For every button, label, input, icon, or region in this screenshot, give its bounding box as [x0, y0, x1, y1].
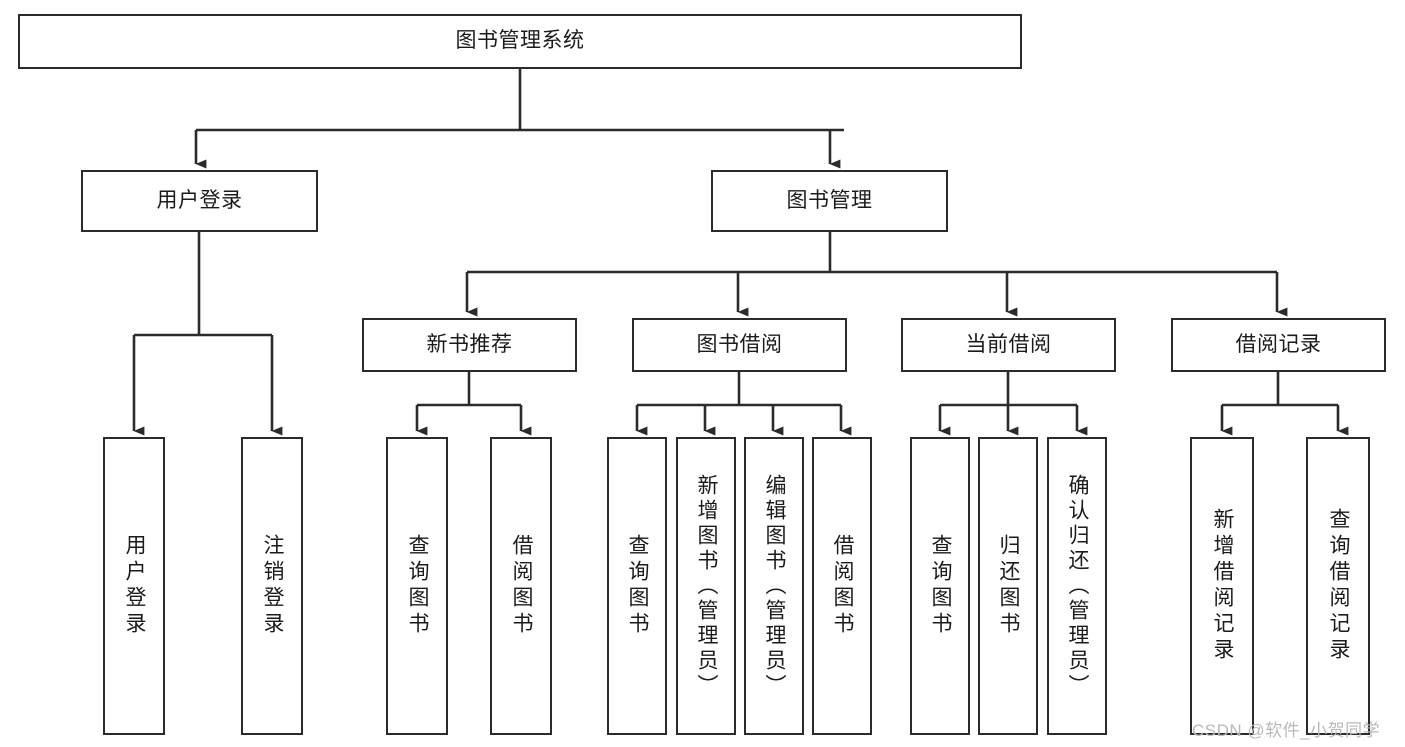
node-leaf-query-book-borrow-label: 查询图书	[626, 534, 650, 638]
node-current-borrow-label: 当前借阅	[965, 332, 1052, 356]
node-leaf-query-borrow-record-label: 查询借阅记录	[1327, 508, 1351, 664]
node-leaf-query-book-recommend[interactable]: 查询图书	[386, 437, 448, 735]
node-leaf-edit-book-admin-label: 编辑图书（管理员）	[763, 473, 787, 699]
node-user-login[interactable]: 用户登录	[81, 170, 318, 232]
watermark-text: CSDN @软件_小贺同学	[1192, 721, 1381, 740]
node-leaf-add-borrow-record-label: 新增借阅记录	[1211, 508, 1235, 664]
node-book-management-label: 图书管理	[786, 188, 873, 212]
node-leaf-borrow-book-label: 借阅图书	[831, 534, 855, 638]
node-borrow-record-label: 借阅记录	[1235, 332, 1322, 356]
node-leaf-confirm-return-admin-label: 确认归还（管理员）	[1066, 473, 1090, 699]
node-leaf-query-borrow-record[interactable]: 查询借阅记录	[1306, 437, 1370, 735]
node-leaf-borrow-book-recommend[interactable]: 借阅图书	[490, 437, 552, 735]
node-leaf-user-login[interactable]: 用户登录	[103, 437, 165, 735]
node-leaf-return-book[interactable]: 归还图书	[978, 437, 1038, 735]
node-leaf-query-book-current[interactable]: 查询图书	[910, 437, 970, 735]
node-book-borrow[interactable]: 图书借阅	[632, 318, 847, 372]
node-root-system[interactable]: 图书管理系统	[18, 14, 1022, 69]
node-borrow-record[interactable]: 借阅记录	[1171, 318, 1386, 372]
node-leaf-query-book-borrow[interactable]: 查询图书	[607, 437, 667, 735]
node-leaf-add-book-admin[interactable]: 新增图书（管理员）	[676, 437, 736, 735]
node-leaf-return-book-label: 归还图书	[997, 534, 1021, 638]
node-current-borrow[interactable]: 当前借阅	[901, 318, 1116, 372]
node-leaf-borrow-book[interactable]: 借阅图书	[812, 437, 872, 735]
node-leaf-user-login-label: 用户登录	[123, 534, 147, 638]
node-leaf-logout-label: 注销登录	[261, 534, 285, 638]
node-leaf-edit-book-admin[interactable]: 编辑图书（管理员）	[744, 437, 804, 735]
node-leaf-confirm-return-admin[interactable]: 确认归还（管理员）	[1047, 437, 1107, 735]
node-leaf-query-book-current-label: 查询图书	[929, 534, 953, 638]
node-leaf-logout[interactable]: 注销登录	[241, 437, 303, 735]
node-leaf-add-book-admin-label: 新增图书（管理员）	[695, 473, 719, 699]
node-leaf-borrow-book-recommend-label: 借阅图书	[510, 534, 534, 638]
node-book-management[interactable]: 图书管理	[711, 170, 948, 232]
node-new-book-recommend-label: 新书推荐	[426, 332, 513, 356]
node-user-login-label: 用户登录	[156, 188, 243, 212]
node-leaf-query-book-recommend-label: 查询图书	[406, 534, 430, 638]
node-new-book-recommend[interactable]: 新书推荐	[362, 318, 577, 372]
node-root-system-label: 图书管理系统	[455, 29, 585, 53]
node-leaf-add-borrow-record[interactable]: 新增借阅记录	[1190, 437, 1254, 735]
node-book-borrow-label: 图书借阅	[696, 332, 783, 356]
